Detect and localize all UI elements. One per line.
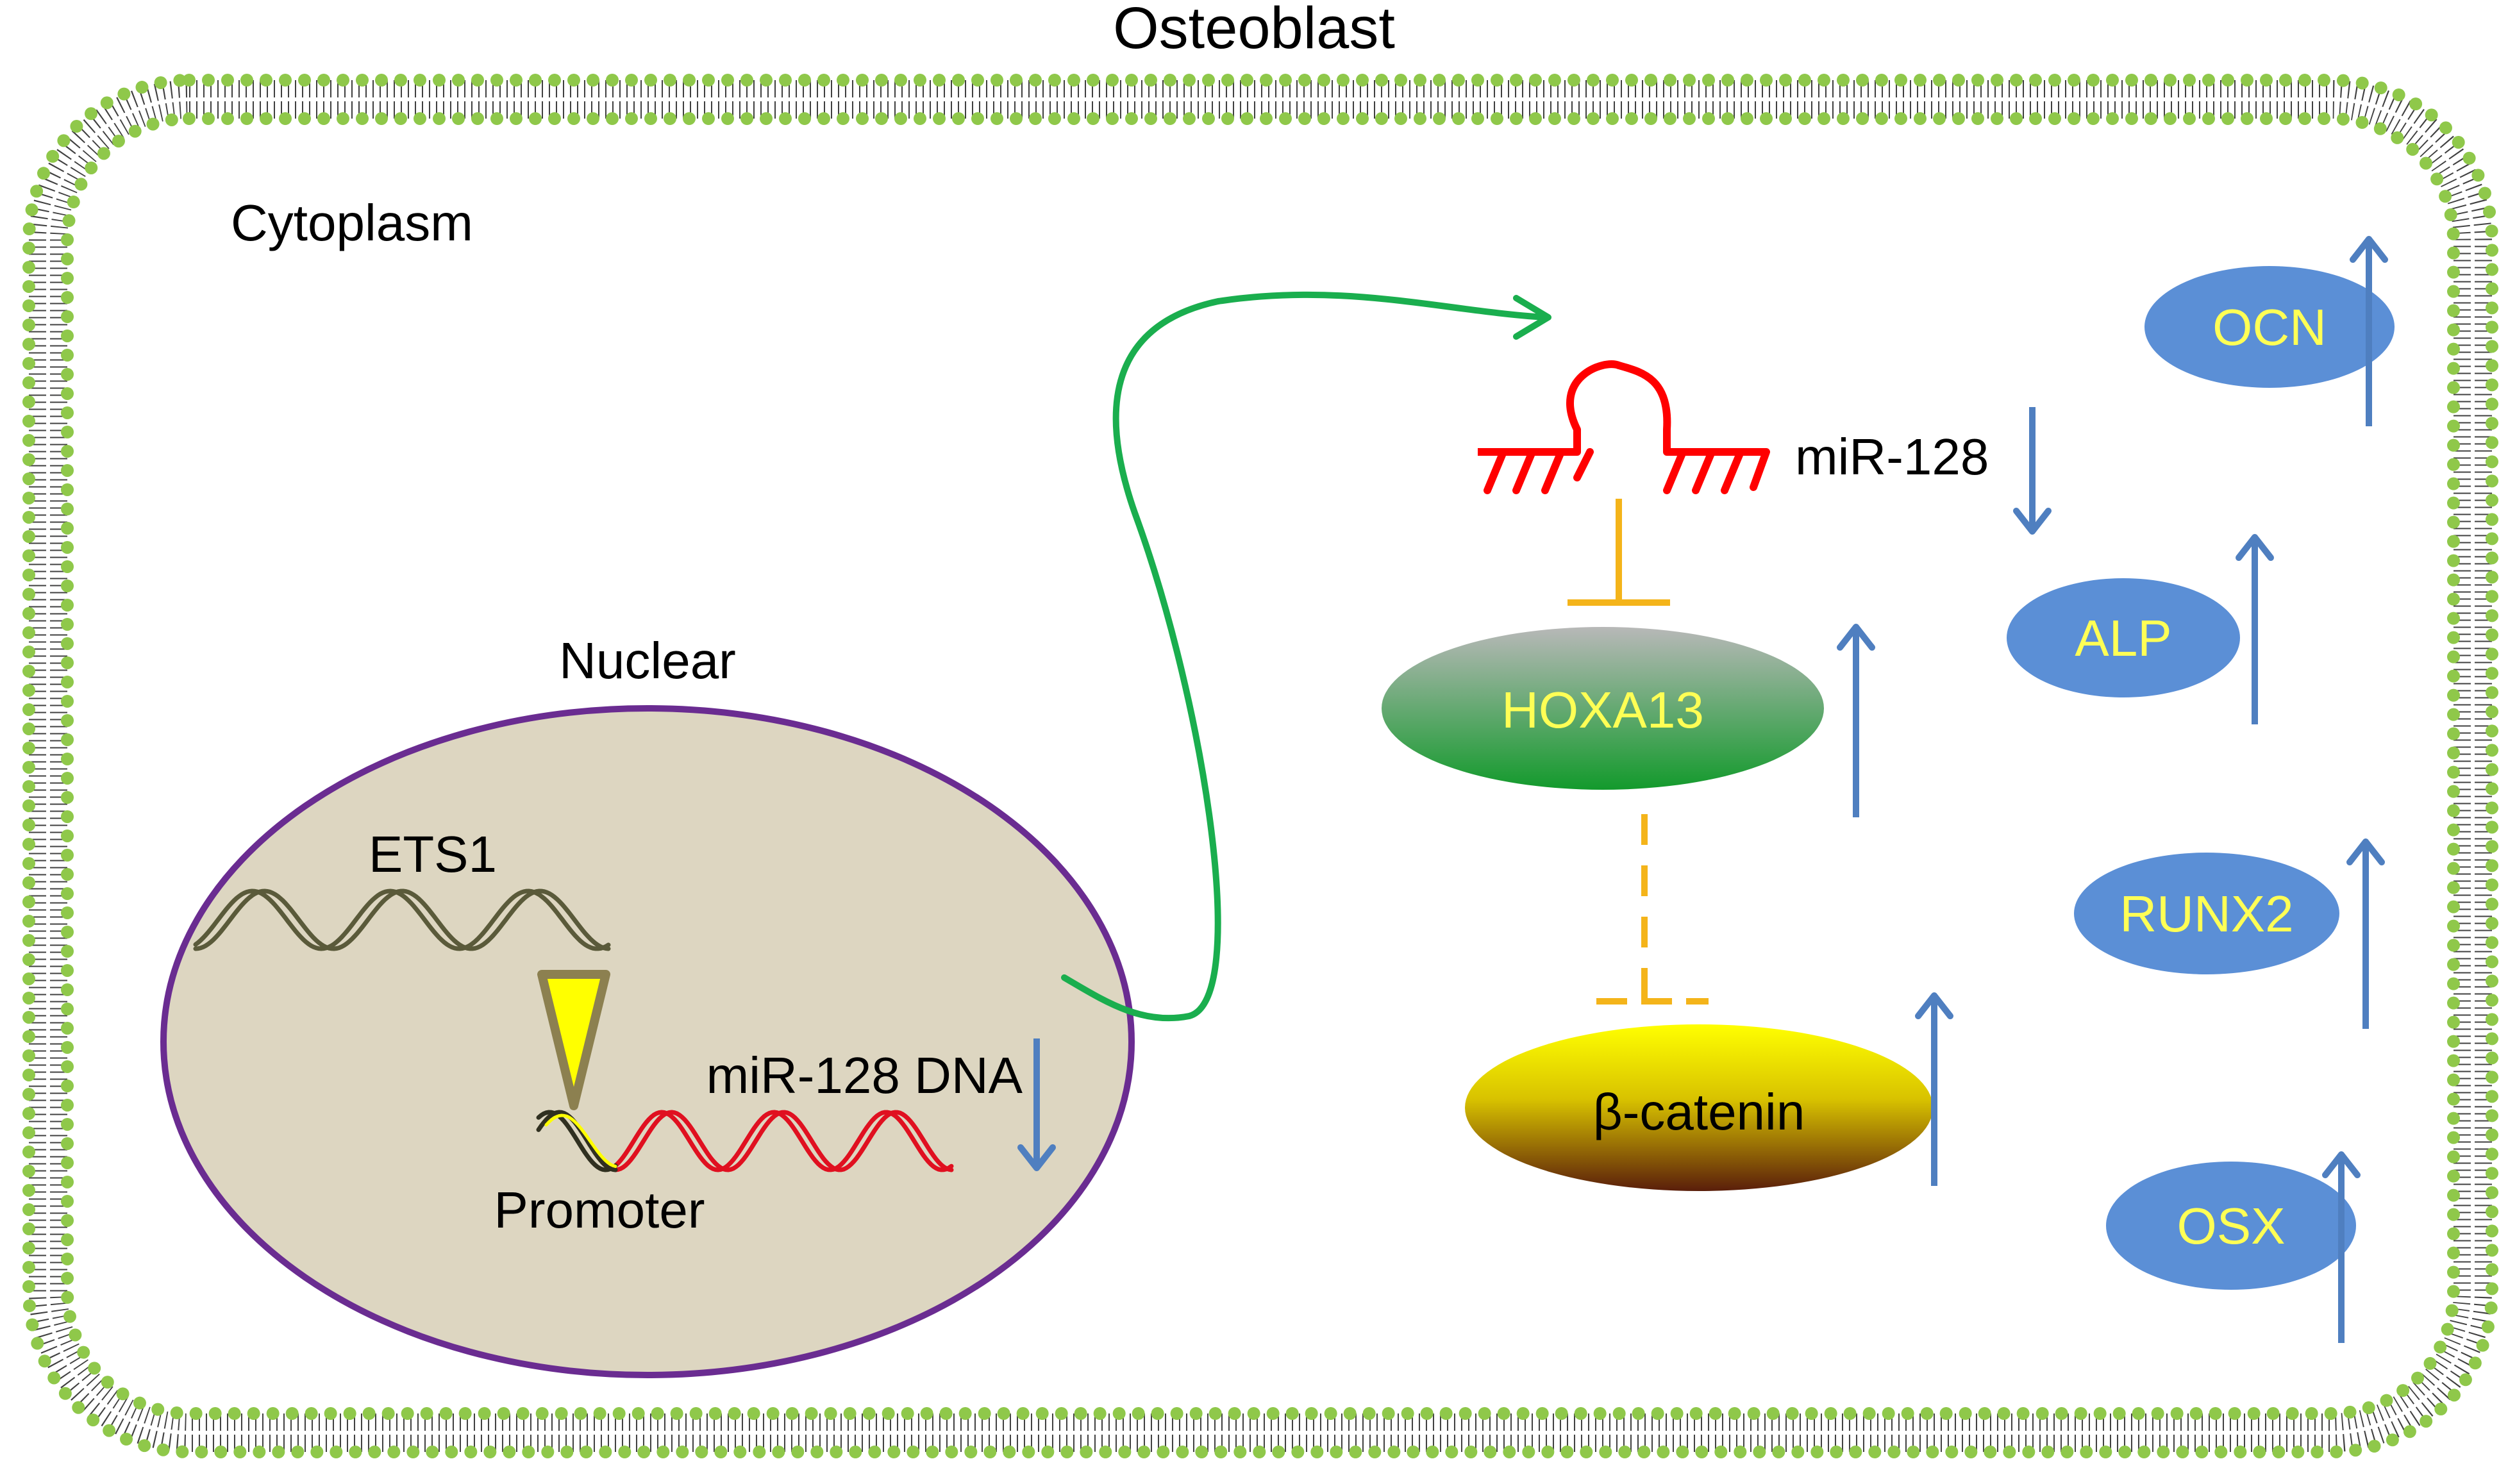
mir128-hairpin [1478, 360, 1770, 494]
nucleus-envelope [160, 705, 1135, 1378]
ocn-label: OCN [2212, 299, 2327, 356]
beta-catenin-up-arrow [1915, 992, 1953, 1186]
mir128-dna-down-arrow [1017, 1038, 1056, 1171]
marker-ocn: OCN [2144, 266, 2395, 388]
mir128-dna-helix [613, 1110, 954, 1172]
membrane-outer-heads [22, 74, 2498, 1458]
mir128-label: miR-128 [1795, 428, 1989, 485]
hoxa13-node: HOXA13 [1382, 627, 1824, 790]
osx-label: OSX [2177, 1197, 2286, 1255]
runx2-label: RUNX2 [2119, 885, 2293, 942]
beta-catenin-node: β-catenin [1465, 1024, 1933, 1191]
nucleus: Nuclear ETS1 miR-128 DNA Promoter [160, 632, 1135, 1378]
alp-label: ALP [2075, 610, 2171, 667]
marker-runx2: RUNX2 [2074, 853, 2339, 974]
membrane-inner-heads [61, 112, 2460, 1420]
hoxa13-label: HOXA13 [1501, 681, 1704, 738]
cytoplasm-label: Cytoplasm [231, 194, 473, 251]
mir128-down-arrow [2013, 407, 2052, 535]
cell-membrane [22, 74, 2498, 1458]
promoter-helix [536, 1110, 618, 1172]
alp-up-arrow [2236, 534, 2274, 724]
ets1-dna-helix [193, 888, 611, 951]
promoter-label: Promoter [494, 1181, 705, 1238]
diagram-title: Osteoblast [1113, 0, 1395, 61]
runx2-up-arrow [2346, 838, 2385, 1029]
nucleus-label: Nuclear [559, 632, 736, 689]
mir128-inhibits-hoxa13 [1568, 499, 1670, 606]
hoxa13-inhibits-beta-catenin [1596, 814, 1709, 1005]
hoxa13-up-arrow [1837, 624, 1875, 817]
ets1-label: ETS1 [369, 826, 497, 883]
ets1-binding-arrow [537, 970, 610, 1110]
mir128-dna-label: miR-128 DNA [706, 1047, 1023, 1104]
marker-osx: OSX [2106, 1162, 2356, 1290]
ocn-up-arrow [2350, 236, 2388, 426]
export-arrow [1061, 291, 1551, 1022]
osx-up-arrow [2322, 1151, 2361, 1343]
marker-alp: ALP [2007, 578, 2240, 697]
beta-catenin-label: β-catenin [1593, 1083, 1805, 1140]
